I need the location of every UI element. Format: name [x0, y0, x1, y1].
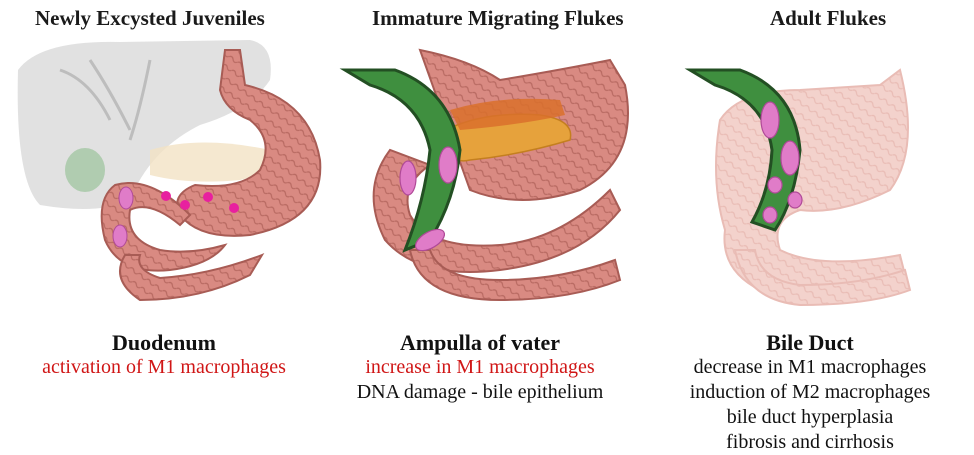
- panel-2-illustration: [345, 50, 628, 300]
- caption-line: bile duct hyperplasia: [660, 405, 960, 430]
- caption-line: DNA damage - bile epithelium: [325, 380, 635, 405]
- caption-line: decrease in M1 macrophages: [660, 355, 960, 380]
- location-label: Ampulla of vater: [325, 330, 635, 355]
- location-label: Bile Duct: [660, 330, 960, 355]
- caption-line: increase in M1 macrophages: [325, 355, 635, 380]
- location-label: Duodenum: [14, 330, 314, 355]
- caption-line: activation of M1 macrophages: [14, 355, 314, 380]
- caption-line: fibrosis and cirrhosis: [660, 430, 960, 455]
- panel-3-illustration: [690, 70, 910, 305]
- caption-line: induction of M2 macrophages: [660, 380, 960, 405]
- panel-3-caption: Bile Duct decrease in M1 macrophages ind…: [660, 330, 960, 455]
- panel-1-illustration: [18, 40, 321, 300]
- gallbladder-shape: [65, 148, 105, 192]
- panel-2-caption: Ampulla of vater increase in M1 macropha…: [325, 330, 635, 405]
- panel-1-caption: Duodenum activation of M1 macrophages: [14, 330, 314, 380]
